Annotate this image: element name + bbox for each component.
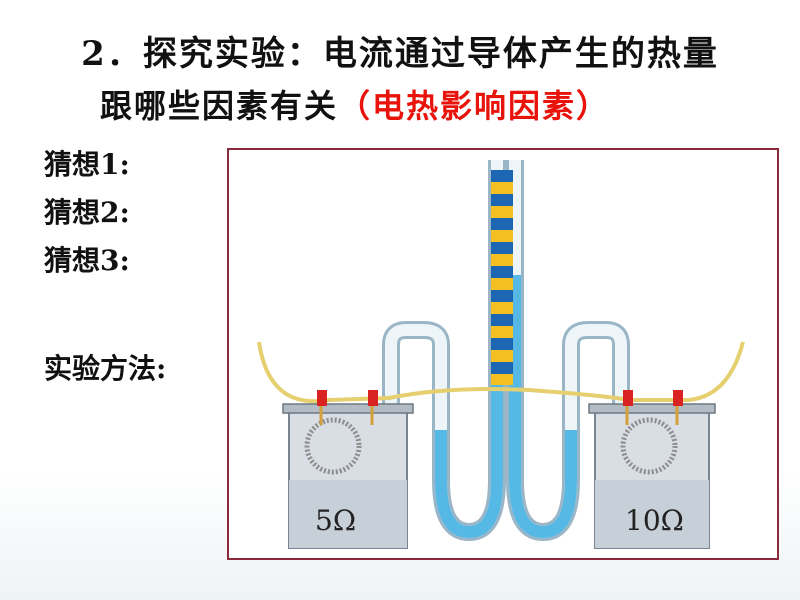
scale-ruler	[491, 170, 513, 385]
left-resistor-label: 5Ω	[315, 504, 356, 537]
method-label: 实验方法:	[44, 352, 167, 385]
guess-3-label: 猜想3:	[44, 244, 130, 277]
right-container: 10Ω	[588, 390, 716, 549]
slide-title-line1: 2．探究实验：电流通过导体产生的热量	[81, 34, 719, 74]
title-line2-text: 跟哪些因素有关	[100, 87, 339, 125]
left-container: 5Ω	[282, 390, 414, 549]
right-liquid	[509, 275, 577, 539]
apparatus-diagram: 5Ω 10Ω	[257, 160, 745, 549]
connecting-wire	[257, 341, 745, 404]
title-line2-red-text: （电热影响因素）	[338, 87, 611, 125]
guess-2-label: 猜想2:	[44, 196, 130, 229]
slide-title-line2: 跟哪些因素有关（电热影响因素）	[100, 86, 610, 126]
experiment-figure: 5Ω 10Ω	[227, 148, 779, 560]
left-liquid	[435, 305, 503, 539]
guess-1-label: 猜想1:	[44, 148, 130, 181]
right-resistor-label: 10Ω	[625, 504, 684, 537]
